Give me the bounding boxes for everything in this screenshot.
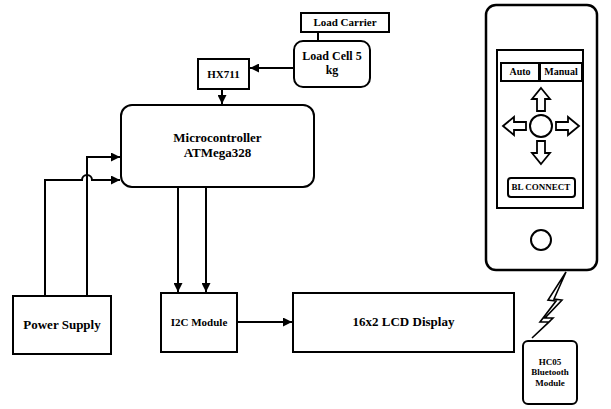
node-text: 16x2 LCD Display — [353, 315, 455, 330]
node-text: Manual — [544, 66, 577, 78]
node-text: Microcontroller ATMega328 — [155, 131, 280, 161]
left-arrow — [503, 117, 526, 135]
center-button — [530, 115, 552, 137]
right-arrow — [556, 117, 579, 135]
app-button: BL CONNECT — [507, 177, 576, 198]
node-text: Load Cell 5 kg — [299, 50, 365, 78]
node-text: HC05 Bluetooth Module — [527, 357, 573, 388]
connector-arrow — [177, 188, 179, 292]
node-text: Power Supply — [23, 318, 100, 333]
connector-arrow — [238, 321, 292, 323]
connector-arrow — [45, 175, 120, 295]
connector-arrow — [250, 67, 293, 69]
phone-screen — [497, 50, 583, 208]
connector-arrow — [221, 90, 223, 104]
phone-body — [486, 5, 597, 270]
app-button: Auto — [500, 62, 540, 82]
node-text: BL CONNECT — [512, 182, 571, 192]
module-box: I2C Module — [160, 292, 238, 353]
power-box: Power Supply — [12, 295, 112, 355]
up-arrow — [532, 88, 550, 111]
bluetooth-box: HC05 Bluetooth Module — [522, 340, 578, 405]
connector-arrow — [205, 188, 207, 292]
node-text: HX711 — [207, 68, 239, 81]
app-button: Manual — [539, 62, 583, 82]
display-box: 16x2 LCD Display — [292, 292, 515, 353]
controller-box: Microcontroller ATMega328 — [120, 104, 315, 188]
node-text: I2C Module — [171, 316, 228, 329]
sensor-box: Load Cell 5 kg — [293, 40, 371, 88]
wireless-bolt — [532, 272, 566, 338]
connector-arrow — [317, 33, 319, 40]
node-text: Load Carrier — [313, 16, 376, 29]
module-box: HX711 — [197, 58, 250, 90]
label-box: Load Carrier — [300, 12, 390, 33]
down-arrow — [532, 141, 550, 164]
home-button — [531, 230, 551, 250]
node-text: Auto — [509, 66, 530, 78]
